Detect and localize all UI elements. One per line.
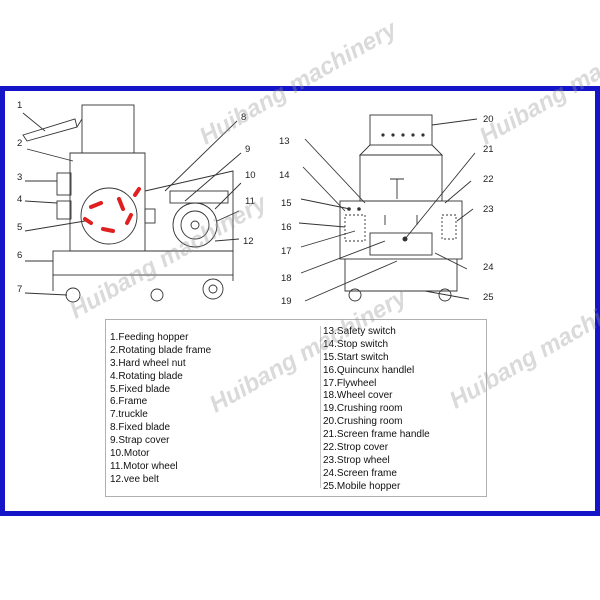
callout-23: 23 [483,204,494,215]
legend-item: 18.Wheel cover [323,390,393,402]
front-view [298,114,478,302]
legend-item: 15.Start switch [323,351,389,363]
legend-item: 12.vee belt [110,473,159,485]
feeding-hopper-chute [22,118,78,142]
side-view [22,104,242,303]
upper-hopper [81,104,135,154]
callout-5: 5 [17,222,23,233]
top-hopper [369,114,433,146]
legend-item: 14.Stop switch [323,338,389,350]
callout-22: 22 [483,174,494,185]
legend-item: 1.Feeding hopper [110,332,189,343]
callout-24: 24 [483,262,494,273]
callout-11: 11 [245,196,255,207]
callout-13: 13 [279,136,290,147]
callout-4: 4 [17,194,23,205]
screen-frame [369,232,433,256]
callout-1: 1 [17,100,23,111]
callout-8: 8 [241,112,247,123]
wheel-cover [344,214,366,242]
legend-item: 6.Frame [110,396,148,408]
fixed-blade-block [144,208,156,224]
legend-item: 9.Strap cover [110,435,170,447]
callout-9: 9 [245,144,251,155]
callout-19: 19 [281,296,292,307]
callout-17: 17 [281,246,292,257]
callout-3: 3 [17,172,23,183]
crushing-room [359,154,443,202]
legend-item: 4.Rotating blade [110,370,183,382]
callout-6: 6 [17,250,23,261]
legend-item: 20.Crushing room [323,416,403,428]
legend-item: 11.Motor wheel [110,460,178,472]
strop-wheel [441,214,457,240]
rotating-blades [83,187,141,233]
callout-18: 18 [281,273,292,284]
legend-column-left: 1.Feeding hopper 2.Rotating blade frame … [110,332,211,487]
callout-15: 15 [281,198,292,209]
parts-legend: 1.Feeding hopper 2.Rotating blade frame … [105,319,487,497]
legend-item: 2.Rotating blade frame [110,344,212,356]
legend-item: 10.Motor [110,448,150,460]
legend-item: 16.Quincunx handlel [323,364,415,376]
legend-item: 19.Crushing room [323,403,403,415]
callout-2: 2 [17,138,23,149]
motor [169,190,229,204]
truckle-mid [150,288,164,302]
legend-item: 8.Fixed blade [110,422,171,434]
frame [52,250,234,276]
hard-wheel-nut [56,172,72,196]
legend-item: 13.Safety switch [323,326,396,337]
callout-14: 14 [279,170,290,181]
motor-wheel [172,202,218,248]
legend-item: 5.Fixed blade [110,383,171,395]
callout-20: 20 [483,114,494,125]
lower-body [339,200,463,260]
callout-10: 10 [245,170,256,181]
crusher-drawing [22,104,478,303]
truckle-left [65,287,81,303]
callout-7: 7 [17,284,23,295]
legend-item: 7.truckle [110,409,148,421]
truckle-right [202,278,224,300]
callout-25: 25 [483,292,494,303]
legend-column-right: 13.Safety switch 14.Stop switch 15.Start… [320,326,430,492]
legend-item: 25.Mobile hopper [323,480,401,492]
legend-item: 22.Strop cover [323,442,389,454]
legend-item: 17.Flywheel [323,377,377,389]
mobile-hopper [344,259,458,292]
legend-item: 23.Strop wheel [323,454,390,466]
callout-16: 16 [281,222,292,233]
callout-21: 21 [483,144,494,155]
strap-cover [144,170,234,252]
callout-12: 12 [243,236,254,247]
legend-item: 21.Screen frame handle [323,429,430,441]
legend-item: 24.Screen frame [323,467,397,479]
legend-item: 3.Hard wheel nut [110,357,186,369]
diagram-frame: 1 2 3 4 5 6 7 8 9 10 11 12 13 14 15 16 1… [0,16,600,516]
rotor-circle [80,187,138,245]
